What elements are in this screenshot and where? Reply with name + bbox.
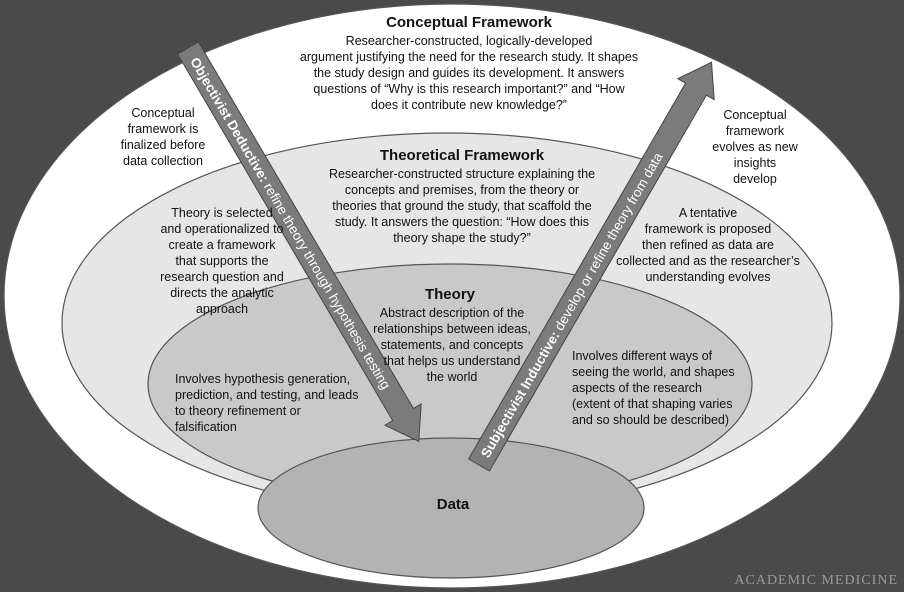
- text-line: concepts and premises, from the theory o…: [345, 183, 579, 197]
- text-line: theories that ground the study, that sca…: [332, 199, 591, 213]
- conceptual-framework-description: Researcher-constructed, logically-develo…: [300, 34, 638, 112]
- text-line: Conceptual: [131, 106, 194, 120]
- text-line: research question and: [160, 270, 284, 284]
- text-line: framework is: [128, 122, 199, 136]
- theoretical-framework-title: Theoretical Framework: [380, 147, 545, 164]
- text-line: finalized before: [121, 138, 206, 152]
- text-line: Researcher-constructed, logically-develo…: [346, 34, 593, 48]
- text-line: framework: [726, 124, 785, 138]
- text-line: that helps us understand: [384, 354, 521, 368]
- text-line: Theory is selected: [171, 206, 272, 220]
- text-line: argument justifying the need for the res…: [300, 50, 638, 64]
- text-line: aspects of the research: [572, 381, 702, 395]
- text-line: prediction, and testing, and leads: [175, 388, 358, 402]
- theoretical-right-note: A tentative framework is proposed then ref…: [616, 206, 800, 284]
- text-line: study. It answers the question: “How doe…: [335, 215, 589, 229]
- text-line: to theory refinement or: [175, 404, 301, 418]
- text-line: and operationalized to: [160, 222, 283, 236]
- theory-right-note: Involves different ways of seeing the wor…: [572, 349, 735, 427]
- theoretical-framework-description: Researcher-constructed structure explain…: [329, 167, 595, 245]
- theory-description: Abstract description of the relationships…: [373, 306, 531, 384]
- text-line: Involves different ways of: [572, 349, 713, 363]
- text-line: (extent of that shaping varies: [572, 397, 733, 411]
- theoretical-left-note: Theory is selected and operationalized to…: [160, 206, 284, 316]
- text-line: then refined as data are: [642, 238, 774, 252]
- text-line: Researcher-constructed structure explain…: [329, 167, 595, 181]
- text-line: falsification: [175, 420, 237, 434]
- text-line: Involves hypothesis generation,: [175, 372, 350, 386]
- text-line: theory shape the study?”: [393, 231, 531, 245]
- data-title: Data: [437, 496, 470, 513]
- text-line: framework is proposed: [645, 222, 771, 236]
- theory-left-note: Involves hypothesis generation, predictio…: [175, 372, 358, 434]
- conceptual-left-note: Conceptual framework is finalized before da…: [121, 106, 206, 168]
- conceptual-right-note: Conceptual framework evolves as new insight…: [712, 108, 798, 186]
- text-line: the world: [427, 370, 478, 384]
- text-line: understanding evolves: [645, 270, 770, 284]
- text-line: directs the analytic: [170, 286, 274, 300]
- text-line: Conceptual: [723, 108, 786, 122]
- text-line: statements, and concepts: [381, 338, 523, 352]
- publisher-watermark: ACADEMIC MEDICINE: [734, 573, 898, 588]
- text-line: relationships between ideas,: [373, 322, 531, 336]
- text-line: A tentative: [679, 206, 737, 220]
- conceptual-framework-title: Conceptual Framework: [386, 14, 553, 31]
- text-line: evolves as new: [712, 140, 798, 154]
- data-ellipse: [257, 437, 645, 579]
- theory-title: Theory: [425, 286, 476, 303]
- text-line: and so should be described): [572, 413, 729, 427]
- text-line: questions of “Why is this research impor…: [313, 82, 625, 96]
- text-line: insights: [734, 156, 776, 170]
- text-line: approach: [196, 302, 248, 316]
- text-line: create a framework: [169, 238, 277, 252]
- text-line: Abstract description of the: [380, 306, 525, 320]
- text-line: collected and as the researcher’s: [616, 254, 800, 268]
- text-line: does it contribute new knowledge?”: [371, 98, 567, 112]
- text-line: data collection: [123, 154, 203, 168]
- text-line: seeing the world, and shapes: [572, 365, 735, 379]
- text-line: the study design and guides its developm…: [314, 66, 625, 80]
- text-line: that supports the: [175, 254, 268, 268]
- text-line: develop: [733, 172, 777, 186]
